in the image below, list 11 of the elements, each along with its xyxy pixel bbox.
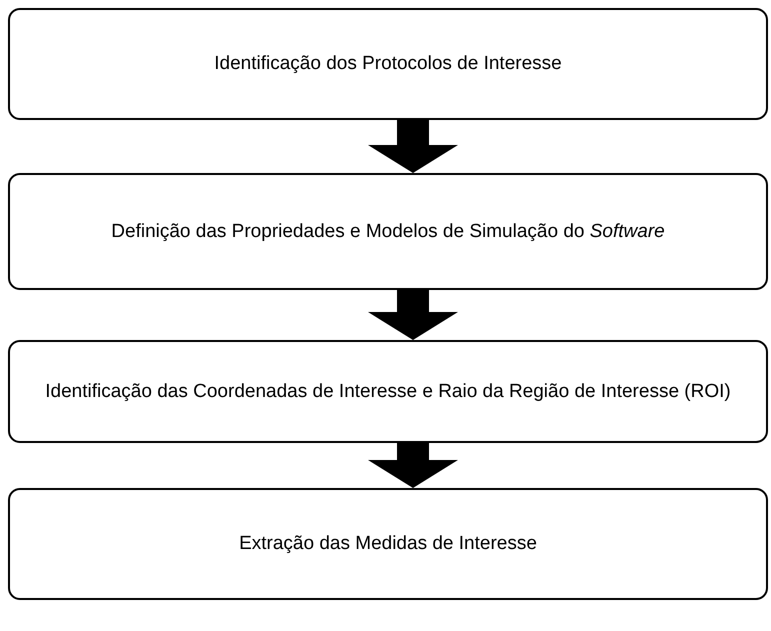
step-text: Extração das Medidas de Interesse [239, 532, 537, 556]
step-text: Definição das Propriedades e Modelos de Simulação do Software [111, 220, 665, 244]
process-box [8, 8, 768, 120]
arrow [368, 120, 458, 173]
process-box [8, 488, 768, 600]
arrow [368, 290, 458, 340]
arrow [368, 443, 458, 488]
step-text: Identificação dos Protocolos de Interesse [214, 52, 562, 76]
step-text: Identificação das Coordenadas de Interesse e Raio da Região de Interesse (ROI) [45, 380, 731, 404]
process-box [8, 173, 768, 290]
process-box [8, 340, 768, 443]
